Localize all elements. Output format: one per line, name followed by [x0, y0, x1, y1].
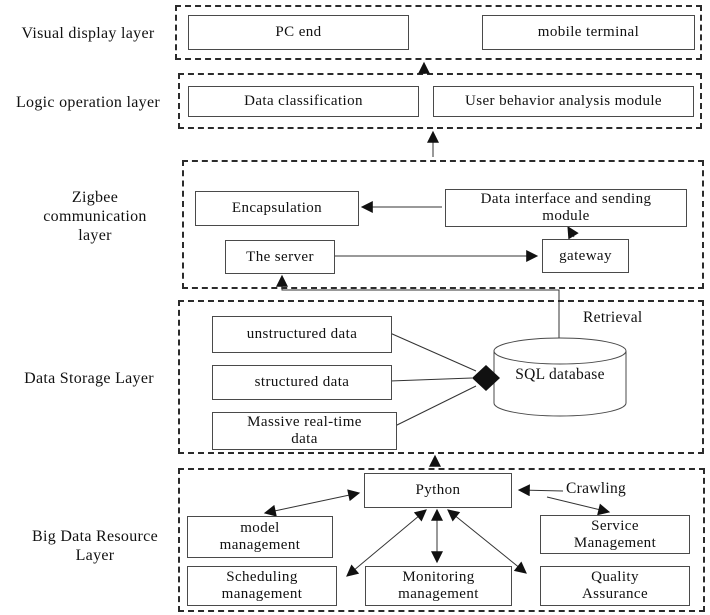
box-python: Python: [364, 473, 512, 508]
big-data-resource-layer-container: [178, 468, 705, 612]
label-big-data-resource-layer: Big Data Resource Layer: [32, 528, 158, 564]
label-logic-operation-layer: Logic operation layer: [15, 94, 161, 111]
box-pc-end: PC end: [188, 15, 409, 50]
box-encapsulation: Encapsulation: [195, 191, 359, 226]
logic-operation-layer-container: [178, 73, 702, 129]
box-the-server: The server: [225, 240, 335, 274]
box-gateway: gateway: [542, 239, 629, 273]
label-visual-display-layer: Visual display layer: [21, 25, 155, 42]
box-scheduling-management: Scheduling management: [187, 566, 337, 606]
box-mobile-terminal: mobile terminal: [482, 15, 695, 50]
box-structured-data: structured data: [212, 365, 392, 400]
box-monitoring-management: Monitoring management: [365, 566, 512, 606]
box-data-interface-and-sending-module: Data interface and sending module: [445, 189, 687, 227]
label-zigbee-communication-layer: Zigbee communication layer: [43, 189, 147, 244]
sql-database-label: SQL database: [515, 366, 605, 383]
retrieval-annotation: Retrieval: [583, 309, 643, 326]
box-service-management: Service Management: [540, 515, 690, 554]
box-massive-real-time-data: Massive real-time data: [212, 412, 397, 450]
visual-display-layer-container: [175, 5, 702, 60]
box-unstructured-data: unstructured data: [212, 316, 392, 353]
box-user-behavior-analysis-module: User behavior analysis module: [433, 86, 694, 117]
label-data-storage-layer: Data Storage Layer: [24, 370, 154, 387]
crawling-annotation: Crawling: [566, 480, 627, 497]
box-quality-assurance: Quality Assurance: [540, 566, 690, 606]
box-model-management: model management: [187, 516, 333, 558]
box-data-classification: Data classification: [188, 86, 419, 117]
